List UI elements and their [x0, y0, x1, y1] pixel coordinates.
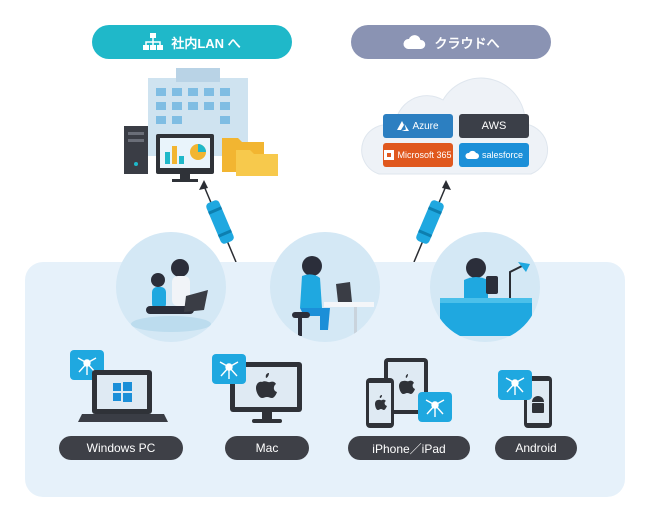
- cloud-connection-arrow: [413, 180, 451, 263]
- office-building-illustration: [124, 68, 278, 182]
- iphone-ipad-label: iPhone／iPad: [348, 436, 470, 460]
- azure-icon: [397, 121, 410, 131]
- lan-destination-label: 社内LAN へ: [171, 35, 241, 51]
- office-icon: [384, 150, 395, 160]
- iphone-ipad-label-text: iPhone／iPad: [372, 441, 446, 456]
- microsoft-365-label: Microsoft 365: [397, 150, 452, 160]
- lan-destination-pill: 社内LAN へ: [92, 25, 292, 59]
- aws-tile: AWS: [459, 114, 529, 138]
- cloud-icon: [403, 35, 426, 49]
- azure-tile: Azure: [383, 114, 453, 138]
- windows-laptop-icon: [70, 350, 168, 422]
- mac-label: Mac: [225, 436, 309, 460]
- cloud-destination-label: クラウドへ: [434, 35, 500, 51]
- microsoft-365-tile: Microsoft 365: [383, 143, 453, 167]
- home-users-circle: [116, 232, 226, 342]
- cloud-destination-pill: クラウドへ: [351, 25, 551, 59]
- android-phone-icon: [498, 370, 552, 428]
- android-label: Android: [495, 436, 577, 460]
- windows-pc-label-text: Windows PC: [86, 441, 156, 455]
- desk-worker-illustration: [292, 256, 374, 337]
- parent-child-laptop-illustration: [131, 259, 211, 332]
- android-label-text: Android: [515, 441, 557, 455]
- folders-icon: [222, 138, 278, 176]
- windows-pc-label: Windows PC: [59, 436, 183, 460]
- tablet-worker-circle: [430, 232, 540, 342]
- aws-label: AWS: [481, 120, 507, 132]
- salesforce-label: salesforce: [481, 150, 524, 160]
- lan-connection-arrow: [199, 180, 237, 263]
- office-worker-circle: [270, 232, 380, 342]
- azure-label: Azure: [412, 120, 439, 132]
- mac-label-text: Mac: [255, 441, 279, 455]
- salesforce-tile: salesforce: [459, 143, 529, 167]
- apple-phone-tablet-icon: [366, 358, 452, 428]
- tablet-worker-illustration: [440, 258, 532, 336]
- salesforce-cloud-icon: [465, 150, 479, 159]
- apple-monitor-icon: [212, 354, 302, 423]
- network-icon: [143, 33, 164, 50]
